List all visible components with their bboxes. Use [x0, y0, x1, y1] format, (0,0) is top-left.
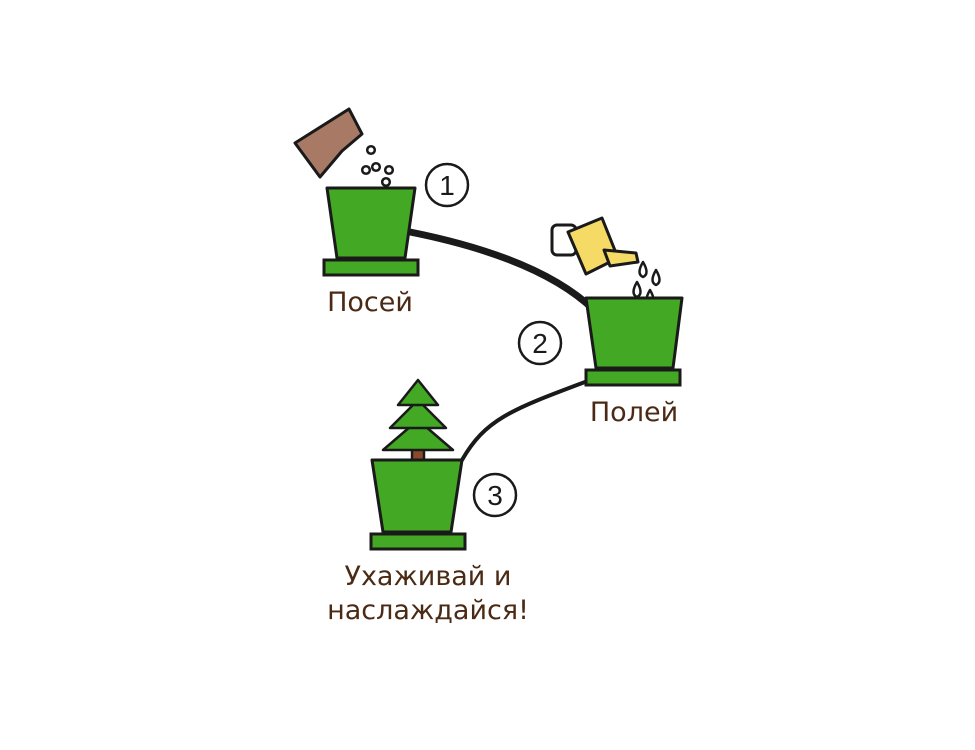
step-label-3-line-1: Ухаживай и: [345, 561, 512, 592]
fir-tree-icon: [381, 378, 455, 464]
pot-step-2: [584, 296, 684, 387]
pot-step-3: [369, 458, 467, 551]
step-number-circle-1: [424, 162, 470, 208]
step-label-3-line-2: наслаждайся!: [327, 595, 529, 626]
step-number-1: 1: [439, 170, 455, 201]
step-label-1: Посей: [327, 287, 413, 318]
path-line-step1-to-step2: [406, 228, 598, 314]
step-3: 3 Ухаживай и наслаждайся!: [327, 378, 529, 626]
step-number-circle-2: [517, 320, 563, 366]
step-number-3: 3: [487, 480, 503, 511]
step-2: 2 Полей: [517, 216, 684, 428]
seeds-icon: [360, 144, 395, 188]
step-number-2: 2: [532, 328, 548, 359]
step-1: 1 Посей: [293, 107, 470, 318]
seed-packet-icon: [293, 107, 364, 179]
pot-step-1: [322, 186, 420, 277]
step-label-2: Полей: [590, 397, 678, 428]
watering-can-icon: [550, 216, 640, 276]
path-line-step2-to-step3: [460, 380, 587, 462]
step-number-circle-3: [472, 472, 518, 518]
